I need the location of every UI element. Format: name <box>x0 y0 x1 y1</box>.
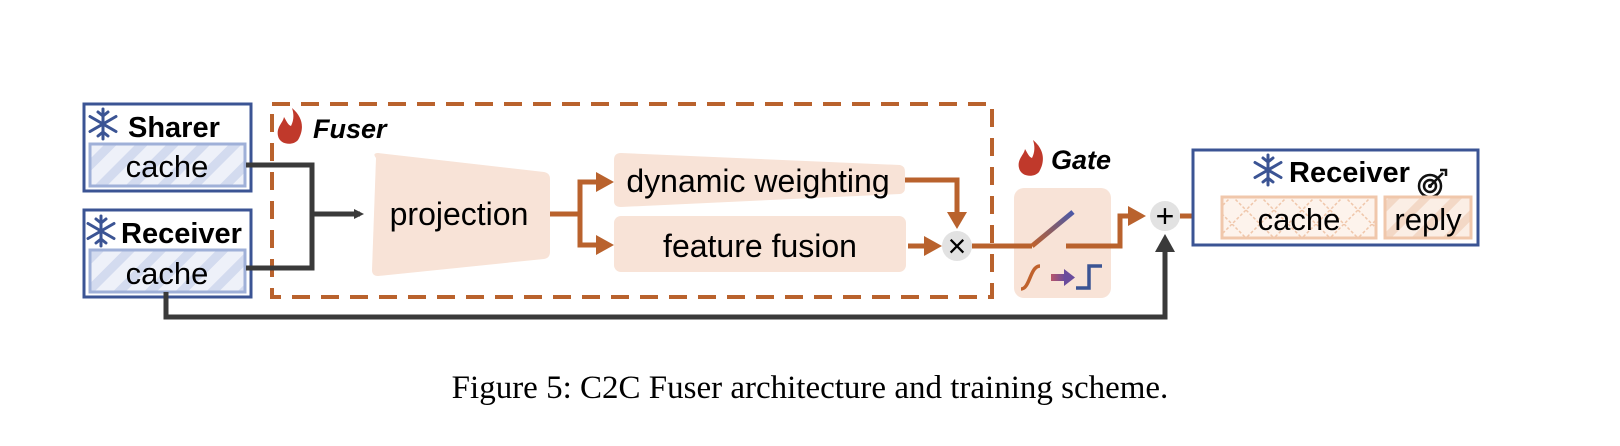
fuser-region <box>270 102 994 299</box>
fuser-title: Fuser <box>313 114 388 144</box>
sharer-cache-label: cache <box>126 149 209 184</box>
add-operator <box>1150 201 1180 231</box>
receiver-output-cache-label: cache <box>1258 202 1341 237</box>
snowflake-icon <box>88 107 118 141</box>
arrowhead <box>947 212 967 229</box>
transform-arrow-icon <box>1051 269 1075 286</box>
projection-label: projection <box>390 196 529 232</box>
snowflake-icon <box>1253 153 1283 187</box>
arrowhead <box>596 172 614 192</box>
arrowhead <box>596 235 614 255</box>
gate-block <box>1014 188 1111 298</box>
branch-arrows <box>550 179 598 248</box>
switch-lever-icon <box>1030 210 1075 248</box>
flame-icon <box>277 108 302 144</box>
dynamic-weighting-block <box>614 153 905 207</box>
feature-fusion-label: feature fusion <box>663 228 857 264</box>
step-function-icon <box>1076 264 1102 290</box>
reply-label: reply <box>1394 202 1462 237</box>
sharer-block: Sharer cache <box>82 102 253 193</box>
gate-output-line <box>1066 213 1130 249</box>
feature-fusion-block <box>614 216 906 272</box>
arrowhead <box>1155 234 1175 252</box>
sharer-cache-box <box>88 142 247 188</box>
receiver-input-block: Receiver cache <box>82 208 253 299</box>
figure-caption: Figure 5: C2C Fuser architecture and tra… <box>451 370 1169 406</box>
input-arrows <box>246 162 364 271</box>
sharer-title: Sharer <box>128 112 220 144</box>
arrowhead <box>1128 206 1146 226</box>
multiply-operator <box>942 231 972 261</box>
gate-title: Gate <box>1051 145 1111 175</box>
receiver-input-title: Receiver <box>121 218 242 250</box>
flame-icon <box>1018 140 1043 176</box>
receiver-output-cache-box <box>1220 195 1378 240</box>
snowflake-icon <box>86 214 116 248</box>
sigmoid-curve-icon <box>1020 264 1041 291</box>
to-multiply-arrows <box>905 177 960 249</box>
receiver-output-title: Receiver <box>1289 157 1410 189</box>
add-symbol: + <box>1156 198 1175 234</box>
residual-connection-line <box>163 250 1168 320</box>
receiver-input-cache-box <box>88 248 247 294</box>
multiply-symbol: × <box>948 228 967 264</box>
receiver-input-cache-label: cache <box>126 256 209 291</box>
cache-merge-line <box>246 162 315 271</box>
receiver-output-block: Receiver cache reply <box>1191 148 1480 247</box>
dynamic-weighting-label: dynamic weighting <box>626 163 889 199</box>
reply-box <box>1383 195 1473 240</box>
arrowhead <box>924 236 942 256</box>
projection-block <box>372 153 550 276</box>
